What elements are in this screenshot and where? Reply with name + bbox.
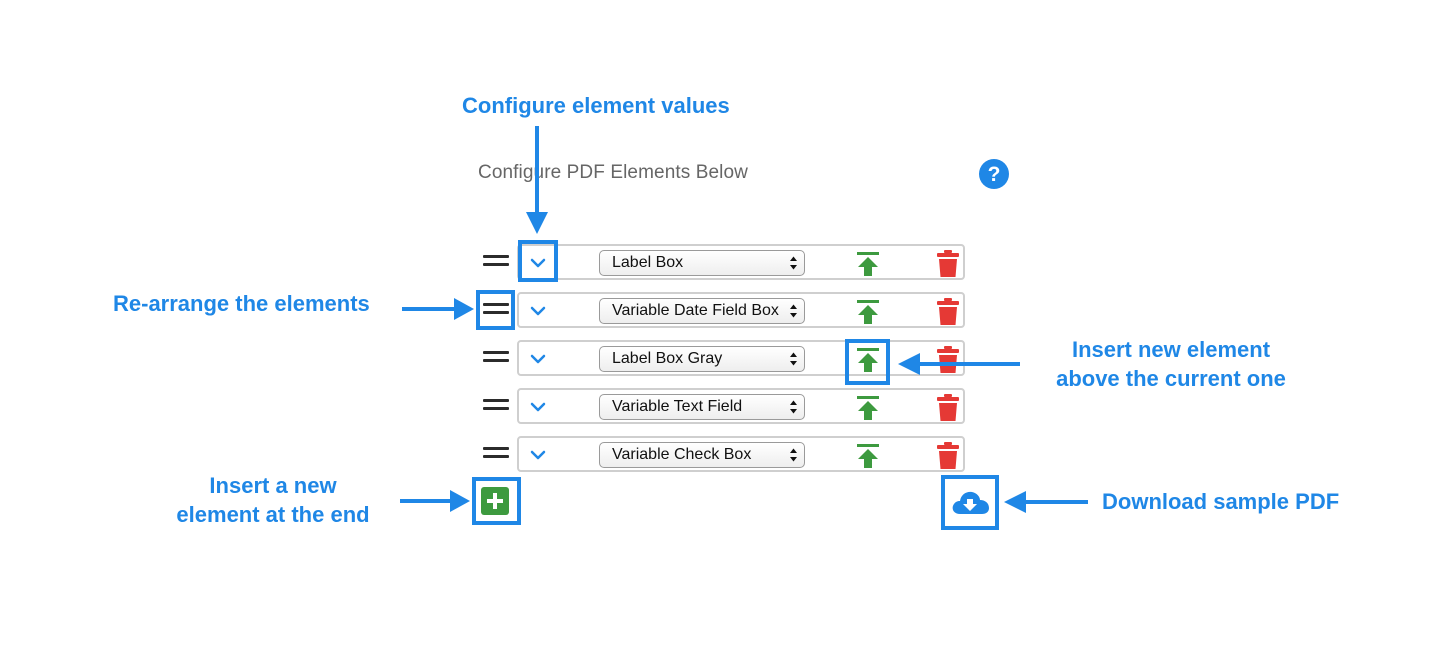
element-type-value: Variable Check Box xyxy=(612,446,752,463)
annotation-insert-above-line2: above the current one xyxy=(1056,366,1286,391)
insert-above-icon[interactable] xyxy=(855,251,881,277)
highlight-download xyxy=(941,475,999,530)
svg-text:?: ? xyxy=(988,163,1001,186)
insert-above-icon[interactable] xyxy=(855,299,881,325)
trash-icon[interactable] xyxy=(936,442,960,470)
highlight-insert-above xyxy=(845,339,890,385)
annotation-insert-end: Insert a new element at the end xyxy=(163,471,383,529)
question-circle-icon[interactable]: ? xyxy=(978,158,1010,190)
element-type-value: Variable Date Field Box xyxy=(612,302,779,319)
element-row: Label Box xyxy=(517,244,965,280)
drag-handle-icon[interactable] xyxy=(483,255,509,269)
element-row: Variable Text Field xyxy=(517,388,965,424)
annotation-insert-above: Insert new element above the current one xyxy=(1035,335,1307,393)
highlight-expand xyxy=(518,240,558,282)
element-type-select[interactable]: Variable Text Field xyxy=(599,394,805,420)
annotation-insert-end-line1: Insert a new xyxy=(209,473,337,498)
trash-icon[interactable] xyxy=(936,394,960,422)
page-title: Configure PDF Elements Below xyxy=(478,162,748,183)
select-arrows-icon xyxy=(790,256,797,270)
drag-handle-icon[interactable] xyxy=(483,303,509,317)
insert-above-icon[interactable] xyxy=(855,395,881,421)
element-type-value: Variable Text Field xyxy=(612,398,743,415)
add-element-button[interactable] xyxy=(481,487,509,515)
cloud-download-icon[interactable] xyxy=(950,487,990,517)
element-type-select[interactable]: Label Box Gray xyxy=(599,346,805,372)
chevron-down-icon[interactable] xyxy=(529,399,547,415)
annotation-insert-end-line2: element at the end xyxy=(176,502,370,527)
drag-handle-icon[interactable] xyxy=(483,447,509,461)
chevron-down-icon[interactable] xyxy=(529,255,547,271)
element-row: Variable Date Field Box xyxy=(517,292,965,328)
element-row: Label Box Gray xyxy=(517,340,965,376)
annotation-rearrange: Re-arrange the elements xyxy=(113,291,370,316)
trash-icon[interactable] xyxy=(936,250,960,278)
element-type-select[interactable]: Label Box xyxy=(599,250,805,276)
drag-handle-icon[interactable] xyxy=(483,399,509,413)
highlight-add xyxy=(472,477,521,525)
select-arrows-icon xyxy=(790,448,797,462)
select-arrows-icon xyxy=(790,352,797,366)
select-arrows-icon xyxy=(790,304,797,318)
highlight-drag xyxy=(476,290,515,330)
drag-handle-icon[interactable] xyxy=(483,351,509,365)
annotation-download: Download sample PDF xyxy=(1102,489,1340,514)
chevron-down-icon[interactable] xyxy=(529,447,547,463)
annotation-insert-above-line1: Insert new element xyxy=(1071,337,1271,362)
trash-icon[interactable] xyxy=(936,298,960,326)
element-row: Variable Check Box xyxy=(517,436,965,472)
select-arrows-icon xyxy=(790,400,797,414)
chevron-down-icon[interactable] xyxy=(529,303,547,319)
element-type-value: Label Box Gray xyxy=(612,350,723,367)
element-type-select[interactable]: Variable Date Field Box xyxy=(599,298,805,324)
element-type-value: Label Box xyxy=(612,254,684,271)
chevron-down-icon[interactable] xyxy=(529,351,547,367)
insert-above-icon[interactable] xyxy=(855,347,881,373)
insert-above-icon[interactable] xyxy=(855,443,881,469)
element-type-select[interactable]: Variable Check Box xyxy=(599,442,805,468)
annotation-configure: Configure element values xyxy=(462,93,730,118)
